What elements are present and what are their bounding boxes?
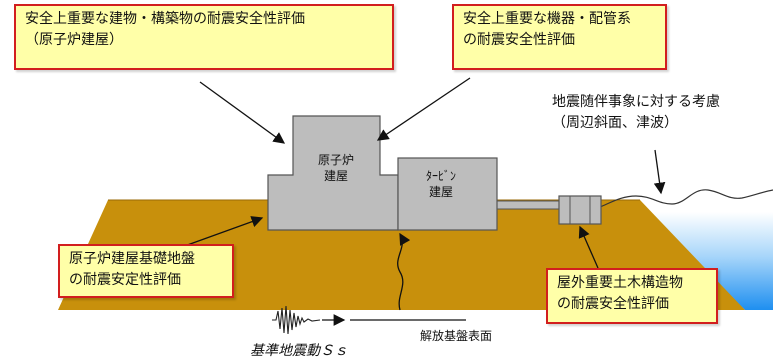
seismic-wave-arrow: [397, 232, 411, 311]
foundation-callout: 原子炉建屋基礎地盤 の耐震安定性評価: [58, 244, 234, 298]
callout-text: 安全上重要な建物・構築物の耐震安全性評価: [25, 11, 305, 27]
arrow-to-civil-structure: [578, 225, 599, 269]
event-text: 地震随伴事象に対する考慮: [552, 94, 720, 110]
callout-text: 屋外重要土木構造物: [557, 275, 683, 291]
arrow-to-reactor-building: [199, 81, 286, 144]
callout-text: （原子炉建屋）: [25, 32, 123, 48]
ground-motion-label: 基準地震動Ｓｓ: [250, 343, 348, 359]
building-text: 建屋: [323, 169, 348, 183]
building-text: ﾀｰﾋﾞﾝ: [425, 169, 456, 183]
callout-text: 安全上重要な機器・配管系: [463, 11, 631, 27]
callout-text: の耐震安全性評価: [557, 296, 669, 312]
building-text: 建屋: [428, 185, 453, 199]
arrow-to-terrain: [653, 149, 666, 195]
terrain-wave-line: [599, 189, 773, 208]
turbine-building-label: ﾀｰﾋﾞﾝ 建屋: [410, 168, 472, 200]
accompanying-event-label: 地震随伴事象に対する考慮 （周辺斜面、津波）: [552, 92, 720, 134]
equipment-seismic-callout: 安全上重要な機器・配管系 の耐震安全性評価: [452, 4, 667, 70]
arrow-to-equipment: [376, 77, 471, 141]
civil-structure-callout: 屋外重要土木構造物 の耐震安全性評価: [546, 268, 718, 324]
building-text: 原子炉: [317, 153, 354, 167]
bedrock-surface-label: 解放基盤表面: [420, 329, 493, 343]
building-seismic-callout: 安全上重要な建物・構築物の耐震安全性評価 （原子炉建屋）: [14, 4, 394, 70]
seismograph-trace: [272, 305, 321, 335]
reactor-building-label: 原子炉 建屋: [300, 152, 372, 184]
turbine-building: [397, 157, 498, 231]
callout-text: の耐震安定性評価: [69, 272, 181, 288]
callout-text: の耐震安全性評価: [463, 32, 575, 48]
outdoor-civil-structure: [558, 195, 602, 225]
event-text: （周辺斜面、津波）: [552, 115, 678, 131]
connecting-pipe: [496, 200, 560, 210]
callout-text: 原子炉建屋基礎地盤: [69, 251, 195, 267]
